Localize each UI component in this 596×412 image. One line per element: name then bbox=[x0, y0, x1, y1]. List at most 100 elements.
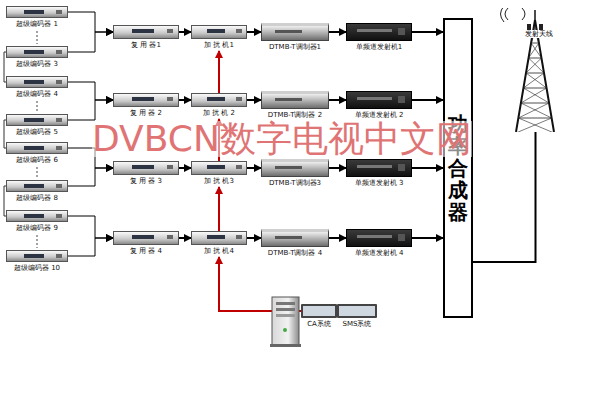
signal-link bbox=[247, 99, 261, 101]
signal-link bbox=[68, 32, 113, 52]
monitor-device-body bbox=[301, 304, 337, 318]
signal-link bbox=[68, 12, 113, 32]
transmitter-device-body bbox=[346, 229, 412, 247]
multiplexer-device-body bbox=[113, 93, 179, 107]
signal-link bbox=[68, 82, 113, 100]
device-label: 超级编码器 3 bbox=[6, 60, 68, 69]
multiplexer-device-body bbox=[113, 161, 179, 175]
transmitter-device-body bbox=[346, 91, 412, 109]
modulator-device-body bbox=[261, 229, 329, 247]
encoder-device: 超级编码器 9 bbox=[6, 210, 68, 233]
device-label: 复 用 器 4 bbox=[113, 247, 179, 256]
modulator-device: DTMB-T调制器 2 bbox=[261, 91, 329, 120]
signal-link bbox=[179, 167, 191, 169]
encoder-device-body bbox=[6, 210, 68, 222]
multiplexer-device-body bbox=[113, 231, 179, 245]
modulator-device-body bbox=[261, 159, 329, 177]
transmitter-device-body bbox=[346, 23, 412, 41]
antenna-tower: 发射天线 bbox=[498, 8, 573, 132]
signal-link bbox=[68, 238, 113, 256]
scrambler-device: 加 扰 机4 bbox=[191, 231, 247, 256]
scrambler-device: 加 扰 机1 bbox=[191, 25, 247, 50]
device-label: SMS系统 bbox=[337, 320, 377, 329]
monitor-device: SMS系统 bbox=[337, 304, 377, 329]
encoder-device-body bbox=[6, 114, 68, 126]
signal-link bbox=[68, 100, 113, 120]
device-label: 加 扰 机1 bbox=[191, 41, 247, 50]
encoder-device-body bbox=[6, 250, 68, 262]
signal-link bbox=[179, 31, 191, 33]
encoder-device-body bbox=[6, 6, 68, 18]
encoder-device: 超级编码器 10 bbox=[6, 250, 68, 273]
monitor-device: CA系统 bbox=[301, 304, 337, 329]
multiplexer-device: 复 用 器1 bbox=[113, 25, 179, 50]
signal-link bbox=[247, 167, 261, 169]
transmitter-device: 单频道发射机 2 bbox=[346, 91, 412, 120]
device-label: 超级编码器 10 bbox=[6, 264, 68, 273]
device-label: 复 用 器 2 bbox=[113, 109, 179, 118]
watermark: DVBCN数字电视中文网 bbox=[92, 121, 472, 157]
antenna-label: 发射天线 bbox=[525, 30, 553, 38]
signal-link bbox=[412, 99, 443, 101]
device-label: 超级编码器 9 bbox=[6, 224, 68, 233]
control-link bbox=[218, 51, 220, 93]
multiplexer-device: 复 用 器 4 bbox=[113, 231, 179, 256]
multiplexer-device: 复 用 器 3 bbox=[113, 161, 179, 186]
encoder-device-body bbox=[6, 76, 68, 88]
device-label: 超级编码器 4 bbox=[6, 90, 68, 99]
scrambler-device-body bbox=[191, 231, 247, 245]
device-label: 复 用 器 3 bbox=[113, 177, 179, 186]
scrambler-device-body bbox=[191, 161, 247, 175]
signal-link bbox=[68, 216, 113, 238]
device-label: CA系统 bbox=[301, 320, 337, 329]
encoder-device: 超级编码器 5 bbox=[6, 114, 68, 137]
scrambler-device: 加 扰 机 2 bbox=[191, 93, 247, 118]
signal-link bbox=[179, 99, 191, 101]
device-label: 超级编码器 6 bbox=[6, 156, 68, 165]
signal-link bbox=[68, 168, 113, 186]
signal-link bbox=[473, 132, 536, 262]
server-symbol bbox=[270, 297, 301, 347]
control-link bbox=[218, 187, 220, 231]
signal-link bbox=[179, 237, 191, 239]
device-label: 加 扰 机3 bbox=[191, 177, 247, 186]
device-label: DTMB-T调制器 2 bbox=[261, 111, 329, 120]
scrambler-device: 加 扰 机3 bbox=[191, 161, 247, 186]
device-label: 加 扰 机4 bbox=[191, 247, 247, 256]
combiner-box: 功率合成器 bbox=[443, 18, 473, 318]
encoder-device: 超级编码器 6 bbox=[6, 142, 68, 165]
scrambler-device-body bbox=[191, 25, 247, 39]
signal-link bbox=[329, 31, 346, 33]
signal-link bbox=[329, 167, 346, 169]
multiplexer-device: 复 用 器 2 bbox=[113, 93, 179, 118]
tower-drawing bbox=[498, 8, 573, 132]
encoder-device-body bbox=[6, 180, 68, 192]
device-label: 单频道发射机 4 bbox=[346, 249, 412, 258]
encoder-device-body bbox=[6, 142, 68, 154]
modulator-device: DTMB-T调制器1 bbox=[261, 23, 329, 52]
device-label: DTMB-T调制器3 bbox=[261, 179, 329, 188]
encoder-device: 超级编码器 4 bbox=[6, 76, 68, 99]
modulator-device-body bbox=[261, 23, 329, 41]
encoder-device: 超级编码器 3 bbox=[6, 46, 68, 69]
device-label: 超级编码器 1 bbox=[6, 20, 68, 29]
scrambler-device-body bbox=[191, 93, 247, 107]
control-link bbox=[219, 257, 301, 311]
modulator-device-body bbox=[261, 91, 329, 109]
device-label: 单频道发射机 3 bbox=[346, 179, 412, 188]
monitor-device-body bbox=[337, 304, 377, 318]
multiplexer-device-body bbox=[113, 25, 179, 39]
signal-link bbox=[247, 237, 261, 239]
modulator-device: DTMB-T调制器 4 bbox=[261, 229, 329, 258]
device-label: DTMB-T调制器1 bbox=[261, 43, 329, 52]
signal-link bbox=[412, 31, 443, 33]
device-label: 复 用 器1 bbox=[113, 41, 179, 50]
combiner-frame: 功率合成器 bbox=[443, 18, 473, 318]
modulator-device: DTMB-T调制器3 bbox=[261, 159, 329, 188]
encoder-device-body bbox=[6, 46, 68, 58]
signal-link bbox=[412, 167, 443, 169]
transmitter-device: 单频道发射机 3 bbox=[346, 159, 412, 188]
signal-link bbox=[412, 237, 443, 239]
